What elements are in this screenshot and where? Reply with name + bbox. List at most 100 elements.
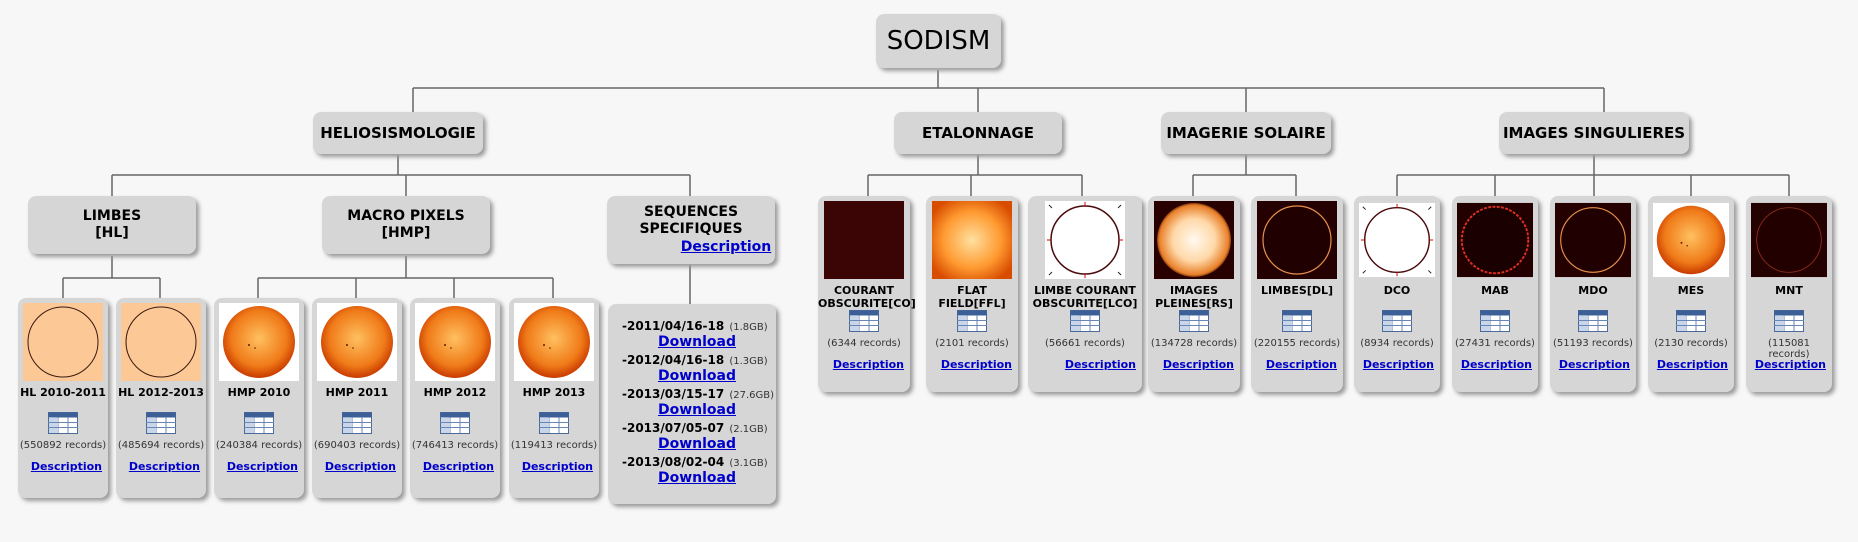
dataset-thumbnail[interactable] (23, 303, 103, 381)
dark-limb-thumbnail (1555, 202, 1631, 278)
description-link[interactable]: Description (1265, 358, 1337, 371)
record-count: (51193 records) (1553, 338, 1633, 349)
table-grid-icon[interactable] (146, 412, 176, 434)
record-count: (119413 records) (510, 440, 598, 451)
description-link[interactable]: Description (1558, 358, 1630, 371)
dataset-thumbnail[interactable] (1653, 201, 1729, 279)
root-label: SODISM (886, 25, 991, 56)
sun-disk-thumbnail (1653, 202, 1729, 278)
description-link[interactable]: Description (1162, 358, 1234, 371)
limb-disk-thumbnail (1045, 201, 1125, 279)
table-grid-icon[interactable] (1480, 310, 1510, 332)
dataset-label-line1: MDO (1578, 284, 1608, 297)
subcategory-limbes: LIMBES [HL] (28, 196, 196, 254)
subcategory-label: MACRO PIXELS (347, 207, 465, 224)
table-grid-icon[interactable] (1676, 310, 1706, 332)
description-link[interactable]: Description (832, 358, 904, 371)
sequence-download-link[interactable]: Download (657, 334, 736, 350)
dataset-thumbnail[interactable] (1033, 201, 1137, 279)
dataset-thumbnail[interactable] (415, 303, 495, 381)
dataset-thumbnail[interactable] (823, 201, 905, 279)
category-label: ETALONNAGE (922, 123, 1034, 142)
dataset-label-line1: LIMBE COURANT (1034, 284, 1136, 297)
dataset-thumbnail[interactable] (931, 201, 1013, 279)
dataset-label-line2: PLEINES[RS] (1155, 297, 1233, 310)
sequence-size: (2.1GB) (729, 424, 768, 435)
dataset-thumbnail[interactable] (121, 303, 201, 381)
category-imagerie-solaire: IMAGERIE SOLAIRE (1161, 112, 1331, 154)
description-link[interactable]: Description (1460, 358, 1532, 371)
root-node-sodism: SODISM (876, 14, 1001, 68)
table-grid-icon[interactable] (1282, 310, 1312, 332)
dataset-thumbnail[interactable] (1256, 201, 1338, 279)
description-link[interactable]: Description (422, 460, 494, 473)
dataset-thumbnail[interactable] (1153, 201, 1235, 279)
sequences-download-list: -2011/04/16-18 (1.8GB) Download -2012/04… (608, 304, 776, 504)
record-count: (690403 records) (313, 440, 401, 451)
dataset-thumbnail[interactable] (1457, 201, 1533, 279)
sequence-item: -2013/03/15-17 (27.6GB) Download (622, 383, 776, 418)
sequences-description-link[interactable]: Description (680, 238, 772, 255)
dataset-label-line1: FLAT (957, 284, 987, 297)
sequence-download-link[interactable]: Download (657, 470, 736, 486)
description-link[interactable]: Description (1362, 358, 1434, 371)
record-count: (2101 records) (935, 338, 1009, 349)
dataset-card: LIMBES[DL](220155 records)Description (1251, 196, 1343, 392)
sequence-date: -2013/07/05-07 (622, 421, 725, 435)
sun-disk-thumbnail (415, 303, 495, 381)
table-grid-icon[interactable] (1070, 310, 1100, 332)
dataset-thumbnail[interactable] (1359, 201, 1435, 279)
table-grid-icon[interactable] (539, 412, 569, 434)
table-grid-icon[interactable] (957, 310, 987, 332)
table-grid-icon[interactable] (1179, 310, 1209, 332)
dataset-label-line1: MES (1677, 284, 1705, 297)
dataset-thumbnail[interactable] (1751, 201, 1827, 279)
dataset-thumbnail[interactable] (1555, 201, 1631, 279)
sequence-download-link[interactable]: Download (657, 368, 736, 384)
dataset-label-line1: HL 2012-2013 (118, 386, 204, 399)
table-grid-icon[interactable] (1774, 310, 1804, 332)
record-count: (8934 records) (1360, 338, 1434, 349)
sequence-download-link[interactable]: Download (657, 402, 736, 418)
table-grid-icon[interactable] (244, 412, 274, 434)
table-grid-icon[interactable] (1382, 310, 1412, 332)
sequence-size: (1.3GB) (729, 356, 768, 367)
sequence-item: -2011/04/16-18 (1.8GB) Download (622, 315, 776, 350)
dataset-card: MES (2130 records) Description (1648, 196, 1734, 392)
dataset-label: MNT (1746, 284, 1832, 297)
sequence-download-link[interactable]: Download (657, 436, 736, 452)
record-count: (220155 records) (1253, 338, 1341, 349)
description-link[interactable]: Description (940, 358, 1012, 371)
peach-limb-thumbnail (121, 303, 201, 381)
description-link[interactable]: Description (324, 460, 396, 473)
dataset-thumbnail[interactable] (219, 303, 299, 381)
table-grid-icon[interactable] (48, 412, 78, 434)
description-link[interactable]: Description (1754, 358, 1826, 371)
description-link[interactable]: Description (1064, 358, 1136, 371)
dark-current-thumbnail (824, 201, 904, 279)
dataset-label: MDO (1550, 284, 1636, 297)
table-grid-icon[interactable] (342, 412, 372, 434)
dataset-thumbnail[interactable] (317, 303, 397, 381)
sun-disk-thumbnail (514, 303, 594, 381)
flat-field-thumbnail (932, 201, 1012, 279)
record-count: (746413 records) (411, 440, 499, 451)
description-link[interactable]: Description (30, 460, 102, 473)
dataset-label-line1: DCO (1383, 284, 1411, 297)
table-grid-icon[interactable] (849, 310, 879, 332)
category-label: IMAGERIE SOLAIRE (1166, 123, 1326, 142)
dataset-thumbnail[interactable] (514, 303, 594, 381)
table-grid-icon[interactable] (1578, 310, 1608, 332)
record-count: (6344 records) (827, 338, 901, 349)
table-grid-icon[interactable] (440, 412, 470, 434)
record-count: (56661 records) (1045, 338, 1125, 349)
subcategory-macro-pixels: MACRO PIXELS [HMP] (322, 196, 490, 254)
description-link[interactable]: Description (128, 460, 200, 473)
record-count: (2130 records) (1654, 338, 1728, 349)
description-link[interactable]: Description (226, 460, 298, 473)
description-link[interactable]: Description (521, 460, 593, 473)
description-link[interactable]: Description (1656, 358, 1728, 371)
